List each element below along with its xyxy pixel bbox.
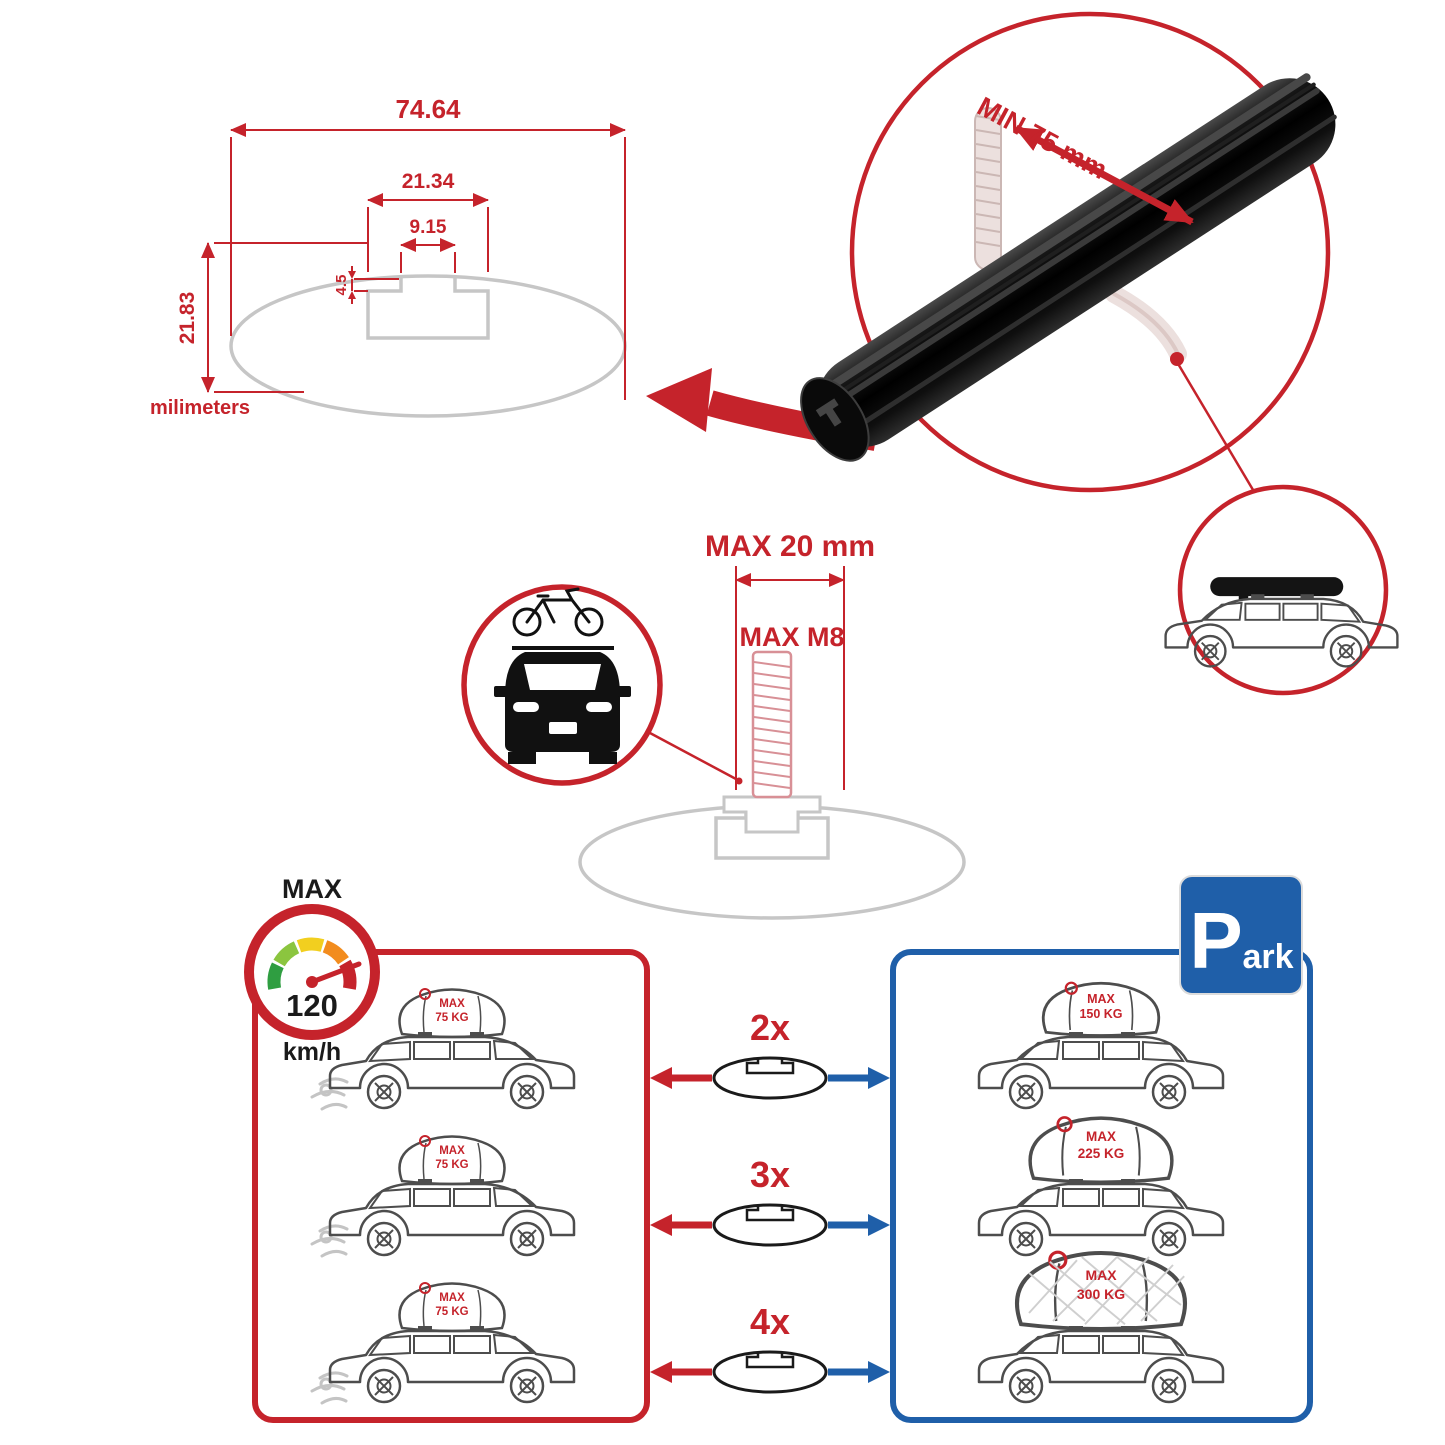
multiplier-rows: 2x 3x 4x [650, 1007, 890, 1394]
parked-car-row-3: MAX 300 KG [977, 1252, 1225, 1404]
bag-load-label: 225 KG [1078, 1146, 1125, 1161]
right-arrow-icon [868, 1067, 890, 1089]
crossbar-profile-icon [712, 1056, 828, 1100]
threaded-bolt-icon [751, 650, 793, 799]
parked-car-row-2: MAX 225 KG [977, 1115, 1225, 1257]
suv-icon [328, 1177, 576, 1257]
dim-slot-width-label: 9.15 [410, 217, 447, 238]
speed-unit: km/h [283, 1038, 341, 1066]
suv-icon [977, 1030, 1225, 1110]
park-sign-board [1179, 875, 1303, 995]
accessory-leader-line [1175, 361, 1264, 506]
roofbox-car-circle [1164, 484, 1399, 696]
multiplier-label: 2x [750, 1007, 790, 1048]
park-sign-suffix: ark [1242, 938, 1293, 976]
bag-load-label: 150 KG [1079, 1007, 1122, 1021]
suv-icon [328, 1030, 576, 1110]
right-arrow-icon [868, 1214, 890, 1236]
bolt-max-thread-label: MAX M8 [739, 622, 844, 652]
speed-max-label: MAX [282, 874, 342, 904]
bag-max-label: MAX [1087, 992, 1115, 1006]
bag-load-label: 300 KG [1077, 1286, 1125, 1302]
multiplier-row-3: 4x [650, 1301, 890, 1394]
bike-icon [512, 587, 604, 637]
suv-icon [328, 1324, 576, 1404]
bag-max-label: MAX [439, 1145, 465, 1157]
min-span-arrow [1014, 124, 1194, 226]
bolt-max-length-label: MAX 20 mm [705, 530, 875, 563]
dim-channel-width-label: 21.34 [402, 170, 455, 193]
driving-panel-border [252, 949, 650, 1423]
parked-car-row-1: MAX 150 KG [977, 981, 1225, 1110]
bag-max-label: MAX [1085, 1267, 1117, 1283]
bag-max-label: MAX [439, 1292, 465, 1304]
u-bolt-bracket-icon [974, 107, 1187, 366]
crossbar-detail-circle: MIN 75 mm [800, 11, 1337, 493]
bracket-mount-dot [1170, 352, 1184, 366]
suv-icon [977, 1177, 1225, 1257]
gauge-needle [309, 961, 362, 985]
right-arrow-icon [868, 1361, 890, 1383]
bolt-spec-diagram: MAX 20 mm MAX M8 [461, 530, 966, 920]
speed-value: 120 [286, 988, 338, 1023]
driving-panel: MAX 75 KG MAX 75 KG MAX 75 KG [310, 987, 576, 1405]
dim-lip-depth-label: 4.5 [333, 275, 350, 296]
driving-car-row-3: MAX 75 KG [310, 1281, 576, 1405]
multiplier-label: 4x [750, 1301, 790, 1342]
profile-t-slot-channel [366, 278, 490, 340]
suv-icon [977, 1324, 1225, 1404]
units-label: milimeters [150, 397, 250, 419]
bag-load-label: 75 KG [435, 1159, 468, 1171]
park-sign-letter: P [1189, 896, 1242, 985]
left-arrow-icon [650, 1214, 672, 1236]
profile-dimension-drawing: 74.64 21.34 9.15 4.5 21.83 milimeters [150, 94, 627, 419]
driving-car-row-1: MAX 75 KG [310, 987, 576, 1111]
t-slot-nut-icon [722, 795, 822, 834]
parked-panel: MAX 150 KG MAX 225 KG MAX 300 KG [977, 981, 1225, 1404]
driving-car-row-2: MAX 75 KG [310, 1134, 576, 1258]
bolt-profile-channel [714, 808, 830, 860]
dim-total-width-label: 74.64 [395, 94, 461, 124]
bag-max-label: MAX [439, 998, 465, 1010]
profile-ellipse [229, 274, 627, 418]
park-sign: P ark [1179, 875, 1303, 995]
left-arrow-icon [650, 1361, 672, 1383]
multiplier-label: 3x [750, 1154, 790, 1195]
bike-car-circle [461, 584, 743, 786]
dim-total-height-label: 21.83 [176, 292, 199, 345]
crossbar-profile-icon [712, 1350, 828, 1394]
bag-load-label: 75 KG [435, 1306, 468, 1318]
bag-load-label: 75 KG [435, 1012, 468, 1024]
speedometer-icon [244, 904, 380, 1040]
speed-limit-gauge: MAX 120 km/h [244, 874, 380, 1066]
parked-panel-border [890, 949, 1313, 1423]
left-arrow-icon [650, 1067, 672, 1089]
bag-max-label: MAX [1086, 1129, 1116, 1144]
multiplier-row-1: 2x [650, 1007, 890, 1100]
suv-with-roofbox-icon [1164, 577, 1399, 668]
car-front-icon [494, 646, 631, 764]
crossbar-profile-icon [712, 1203, 828, 1247]
multiplier-row-2: 3x [650, 1154, 890, 1247]
